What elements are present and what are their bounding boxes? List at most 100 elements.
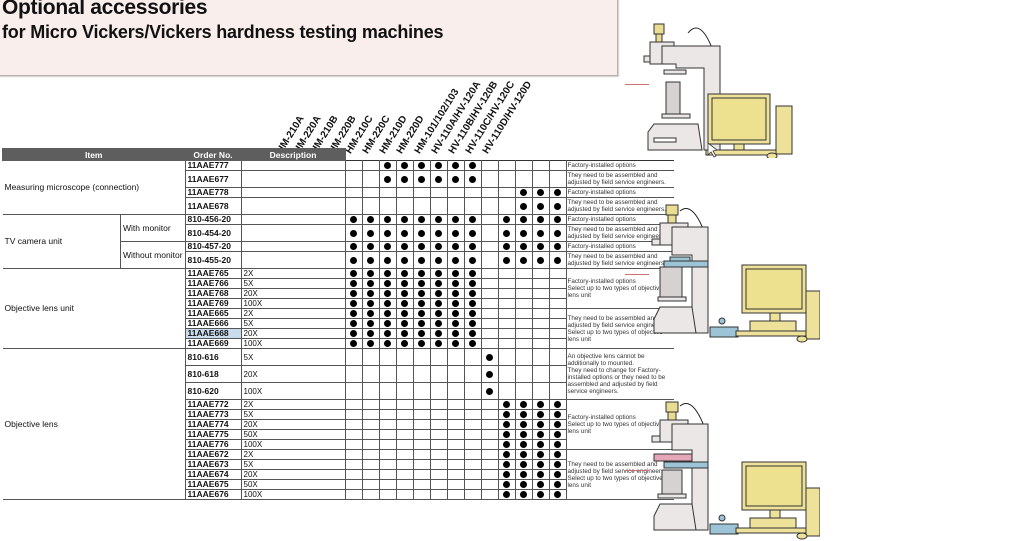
- description: [240, 197, 346, 215]
- compat-cell: [497, 224, 516, 242]
- compat-cell: [514, 338, 533, 349]
- compat-cell: [497, 479, 516, 490]
- compat-cell: [395, 288, 414, 299]
- compat-cell: [463, 409, 482, 420]
- description: 100X: [240, 382, 346, 400]
- compat-cell: [395, 348, 414, 366]
- compat-cell: [463, 419, 482, 430]
- compat-cell: [395, 459, 414, 470]
- compat-cell: [446, 160, 465, 171]
- order-number: 810-620: [184, 382, 242, 400]
- compat-cell: [429, 170, 448, 188]
- order-number: 810-618: [184, 365, 242, 383]
- compat-cell: [429, 382, 448, 400]
- compat-dot-icon: [435, 256, 443, 264]
- compat-dot-icon: [520, 491, 528, 499]
- compat-dot-icon: [418, 300, 426, 308]
- compat-cell: [412, 170, 431, 188]
- compat-dot-icon: [418, 280, 426, 288]
- compat-dot-icon: [401, 330, 409, 338]
- compat-cell: [480, 429, 499, 440]
- compat-cell: [429, 449, 448, 460]
- compat-cell: [429, 214, 448, 225]
- page-subtitle: for Micro Vickers/Vickers hardness testi…: [2, 22, 444, 42]
- compat-dot-icon: [418, 270, 426, 278]
- order-number: 810-456-20: [184, 214, 242, 225]
- description: 20X: [240, 419, 346, 430]
- compat-dot-icon: [418, 310, 426, 318]
- order-number: 11AAE666: [184, 318, 242, 329]
- callout-line: [625, 84, 649, 85]
- compat-dot-icon: [435, 243, 443, 251]
- compat-dot-icon: [469, 340, 477, 348]
- compat-cell: [497, 160, 516, 171]
- note: Factory-installed options Select up to t…: [565, 268, 675, 309]
- compat-cell: [395, 278, 414, 289]
- compat-dot-icon: [452, 280, 460, 288]
- compat-dot-icon: [503, 431, 511, 439]
- description: 50X: [240, 479, 346, 490]
- compat-dot-icon: [537, 441, 545, 449]
- compat-dot-icon: [520, 202, 528, 210]
- page-title: Optional accessories: [2, 0, 208, 19]
- compat-dot-icon: [554, 431, 562, 439]
- order-number: 11AAE778: [184, 187, 242, 198]
- compat-cell: [548, 241, 567, 252]
- compat-cell: [361, 251, 380, 269]
- description: 20X: [240, 469, 346, 480]
- order-number: 810-457-20: [184, 241, 242, 252]
- compat-cell: [361, 489, 380, 500]
- description: [240, 187, 346, 198]
- compat-cell: [361, 419, 380, 430]
- compat-dot-icon: [418, 290, 426, 298]
- compat-dot-icon: [537, 256, 545, 264]
- compat-cell: [531, 365, 550, 383]
- compat-cell: [395, 308, 414, 319]
- compat-cell: [480, 187, 499, 198]
- compat-cell: [531, 278, 550, 289]
- description: 100X: [240, 439, 346, 450]
- hardness-tester-illustration-1: [643, 23, 793, 158]
- compat-cell: [378, 241, 397, 252]
- compat-cell: [395, 187, 414, 198]
- compat-cell: [480, 308, 499, 319]
- compat-cell: [463, 365, 482, 383]
- compat-cell: [463, 268, 482, 279]
- compat-dot-icon: [469, 162, 477, 170]
- compat-dot-icon: [469, 320, 477, 328]
- compat-dot-icon: [503, 461, 511, 469]
- compat-dot-icon: [435, 280, 443, 288]
- compat-cell: [446, 241, 465, 252]
- compat-cell: [514, 187, 533, 198]
- order-number: 11AAE774: [184, 419, 242, 430]
- compat-dot-icon: [367, 243, 375, 251]
- compat-cell: [514, 278, 533, 289]
- compat-dot-icon: [554, 441, 562, 449]
- compat-dot-icon: [554, 216, 562, 224]
- compat-dot-icon: [503, 229, 511, 237]
- compat-dot-icon: [384, 162, 392, 170]
- compat-cell: [497, 170, 516, 188]
- compat-cell: [531, 469, 550, 480]
- compat-cell: [378, 419, 397, 430]
- compat-cell: [446, 429, 465, 440]
- compat-cell: [395, 318, 414, 329]
- compat-cell: [378, 489, 397, 500]
- compat-cell: [531, 251, 550, 269]
- order-number: 11AAE677: [184, 170, 242, 188]
- compat-cell: [412, 489, 431, 500]
- compat-dot-icon: [452, 256, 460, 264]
- compat-cell: [548, 298, 567, 309]
- compat-dot-icon: [520, 216, 528, 224]
- compat-dot-icon: [554, 243, 562, 251]
- compat-cell: [429, 241, 448, 252]
- compat-dot-icon: [367, 256, 375, 264]
- compat-cell: [412, 298, 431, 309]
- compat-cell: [412, 459, 431, 470]
- compat-dot-icon: [452, 216, 460, 224]
- compat-dot-icon: [367, 330, 375, 338]
- compat-dot-icon: [537, 243, 545, 251]
- compat-cell: [463, 308, 482, 319]
